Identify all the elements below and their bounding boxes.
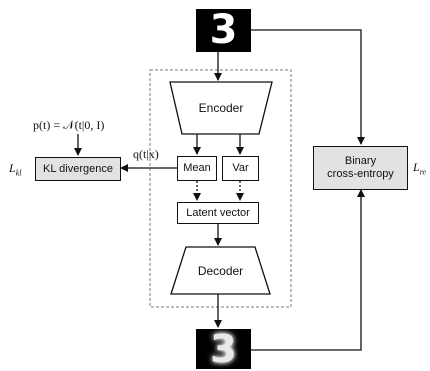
- encoder-label: Encoder: [198, 101, 244, 115]
- output-digit-glyph: 3: [210, 329, 237, 369]
- kl-divergence-box: KL divergence: [35, 157, 121, 181]
- mean-box: Mean: [177, 156, 217, 181]
- decoder-label: Decoder: [197, 264, 244, 278]
- recon-loss-subscript: re: [419, 167, 427, 177]
- input-digit-image: 3: [196, 9, 251, 52]
- kl-loss-subscript: kl: [15, 168, 22, 178]
- kl-loss-label: Lkl: [9, 161, 21, 177]
- recon-loss-symbol: L: [413, 160, 420, 174]
- binary-cross-entropy-box: Binary cross-entropy: [313, 146, 408, 190]
- output-to-bce-arrow: [251, 189, 365, 351]
- latent-vector-box: Latent vector: [177, 202, 259, 224]
- model-dashed-boundary: [149, 69, 292, 308]
- input-to-bce-arrow: [251, 29, 365, 145]
- kl-loss-symbol: L: [9, 161, 16, 175]
- decoder-trapezoid: [170, 246, 271, 295]
- posterior-label: q(t|x): [133, 147, 159, 161]
- output-digit-image: 3: [196, 329, 251, 369]
- recon-loss-label: Lre: [413, 160, 426, 176]
- encoder-trapezoid: [169, 81, 273, 135]
- bce-label-line2: cross-entropy: [327, 168, 394, 180]
- prior-formula: p(t) = 𝒩(t|0, I): [33, 118, 105, 132]
- input-digit-glyph: 3: [209, 9, 238, 52]
- bce-label-line1: Binary: [344, 155, 377, 167]
- var-box: Var: [222, 156, 259, 181]
